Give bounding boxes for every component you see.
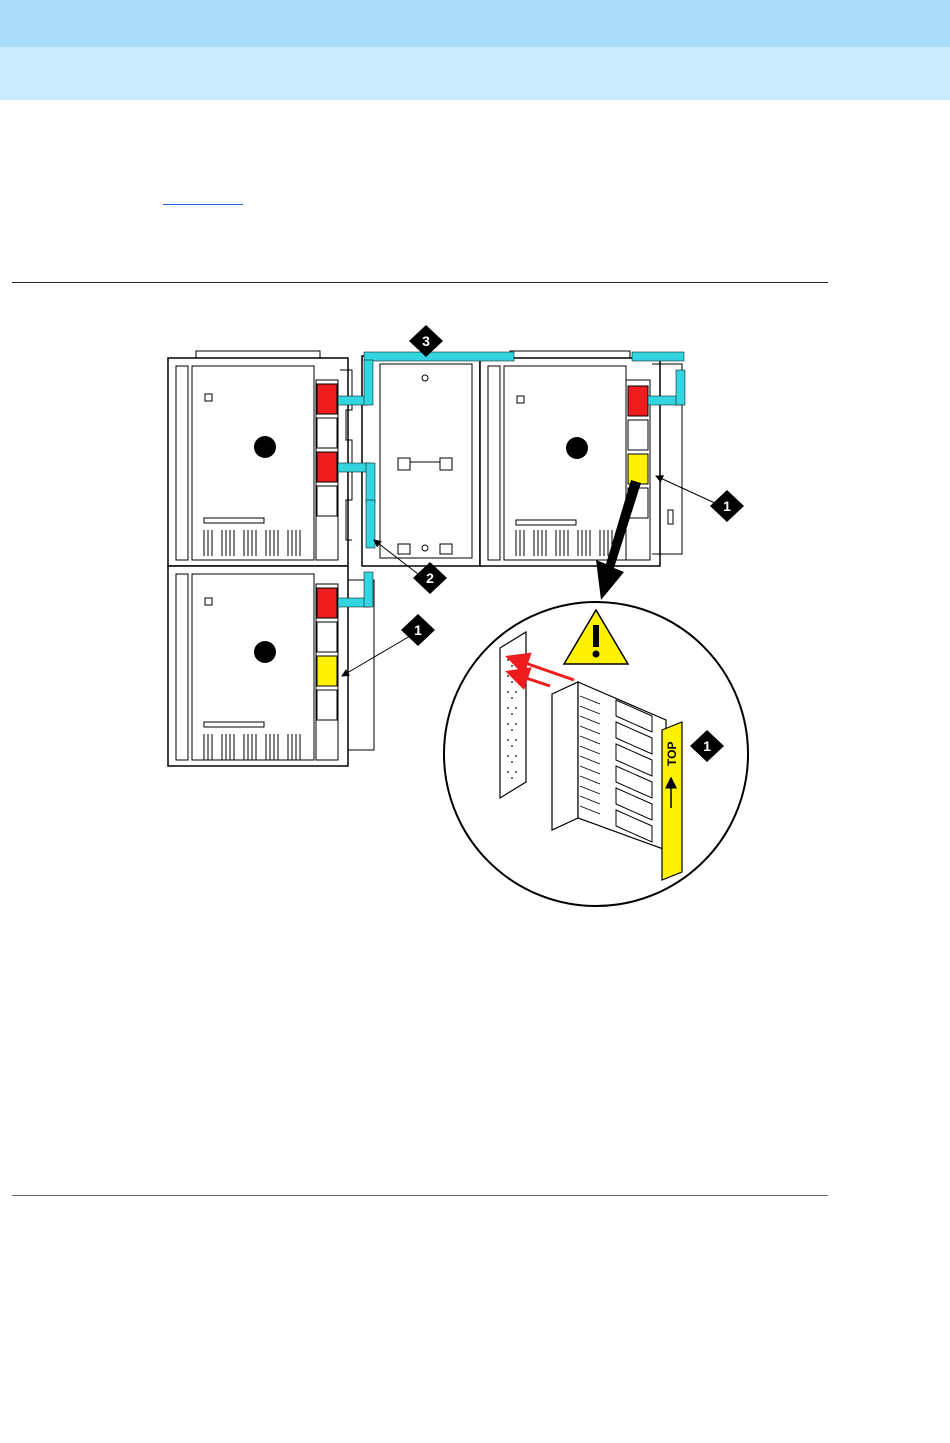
callout-1-left: 1 bbox=[401, 614, 435, 646]
carrier-middle bbox=[362, 356, 480, 566]
yellow-module bbox=[628, 454, 648, 484]
callout-1-right: 1 bbox=[710, 490, 744, 522]
svg-text:1: 1 bbox=[723, 498, 731, 514]
carrier-bottom-left bbox=[168, 566, 374, 766]
section-divider-top bbox=[12, 282, 828, 283]
cross-reference-link[interactable] bbox=[163, 204, 243, 205]
carrier-top-left bbox=[168, 351, 352, 566]
red-module bbox=[317, 452, 337, 482]
svg-text:3: 3 bbox=[422, 333, 430, 349]
callout-2: 2 bbox=[413, 562, 447, 594]
red-module bbox=[628, 386, 648, 416]
svg-text:1: 1 bbox=[414, 622, 422, 638]
installation-figure: TOP 3 2 1 1 1 bbox=[160, 320, 760, 920]
svg-text:2: 2 bbox=[426, 570, 434, 586]
svg-text:1: 1 bbox=[703, 738, 711, 754]
red-module bbox=[317, 588, 337, 618]
top-label: TOP bbox=[665, 742, 679, 766]
carrier-top-right bbox=[480, 351, 682, 566]
header-band-top bbox=[0, 0, 950, 47]
yellow-module bbox=[317, 656, 337, 686]
red-module bbox=[317, 384, 337, 414]
header-band-bottom bbox=[0, 47, 950, 100]
section-divider-bottom bbox=[12, 1195, 828, 1196]
